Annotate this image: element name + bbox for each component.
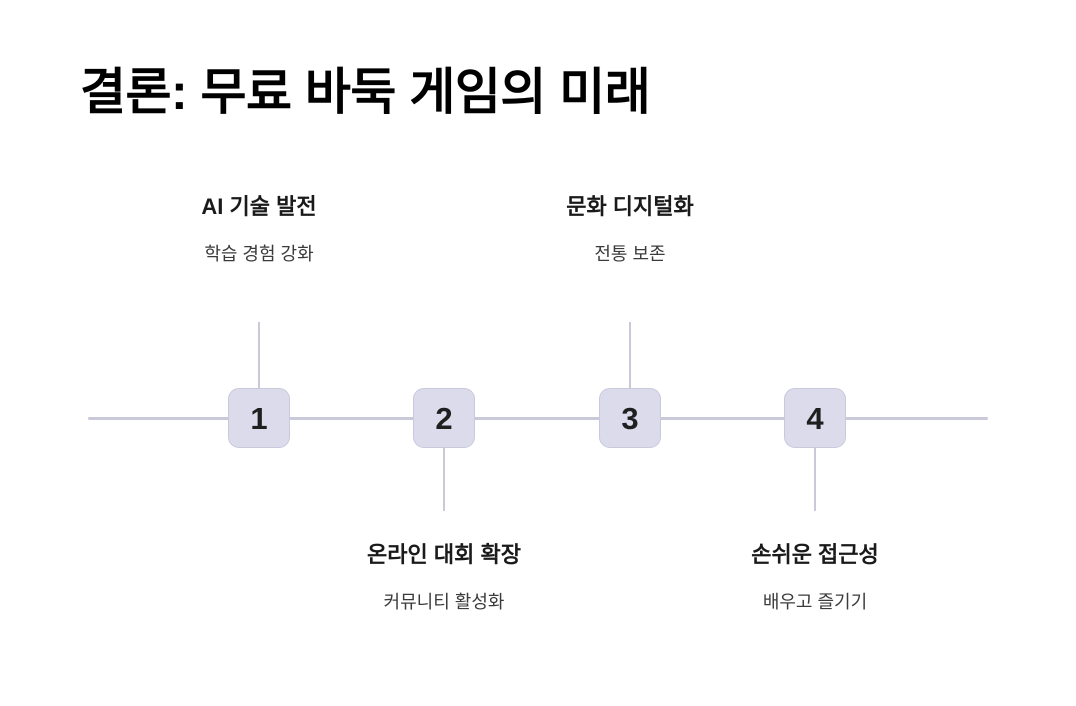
milestone-4-marker[interactable]: 4 bbox=[784, 388, 846, 448]
milestone-3-subtitle: 전통 보존 bbox=[594, 243, 666, 264]
milestone-1-connector bbox=[258, 322, 260, 389]
milestone-2-title: 온라인 대회 확장 bbox=[367, 542, 521, 567]
milestone-4-subtitle: 배우고 즐기기 bbox=[762, 591, 868, 612]
timeline-axis-line bbox=[88, 417, 988, 420]
milestone-4-title: 손쉬운 접근성 bbox=[751, 542, 879, 567]
milestone-2-subtitle: 커뮤니티 활성화 bbox=[383, 591, 505, 612]
milestone-1-title: AI 기술 발전 bbox=[201, 194, 317, 219]
milestone-3-title: 문화 디지털화 bbox=[566, 194, 694, 219]
milestone-2-marker[interactable]: 2 bbox=[413, 388, 475, 448]
milestone-4-label-group: 손쉬운 접근성 배우고 즐기기 bbox=[605, 540, 1025, 614]
milestone-3-connector bbox=[629, 322, 631, 389]
milestone-1-label-group: AI 기술 발전 학습 경험 강화 bbox=[49, 192, 469, 266]
milestone-4-connector bbox=[814, 447, 816, 511]
milestone-2-label-group: 온라인 대회 확장 커뮤니티 활성화 bbox=[234, 540, 654, 614]
milestone-3-marker[interactable]: 3 bbox=[599, 388, 661, 448]
milestone-2-connector bbox=[443, 447, 445, 511]
milestone-3-label-group: 문화 디지털화 전통 보존 bbox=[420, 192, 840, 266]
milestone-1-marker[interactable]: 1 bbox=[228, 388, 290, 448]
milestone-1-subtitle: 학습 경험 강화 bbox=[204, 243, 314, 264]
page-title: 결론: 무료 바둑 게임의 미래 bbox=[80, 64, 651, 120]
